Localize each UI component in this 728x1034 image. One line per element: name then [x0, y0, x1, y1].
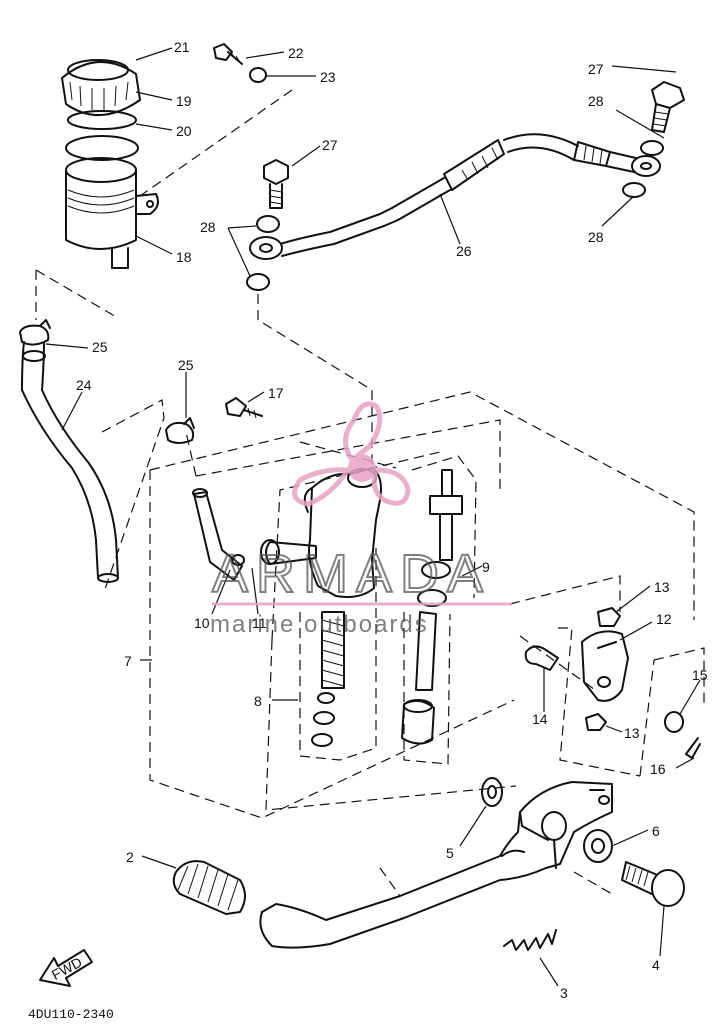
washer-6	[583, 829, 613, 863]
washer-5-hole	[487, 785, 497, 799]
callout-17: 17	[268, 385, 284, 401]
callout-5: 5	[446, 845, 454, 861]
callout-23: 23	[320, 69, 336, 85]
callout-25-lower: 25	[178, 357, 194, 373]
callout-22: 22	[288, 45, 304, 61]
callout-12: 12	[656, 611, 672, 627]
watermark-tagline: marine outboards	[210, 611, 429, 638]
reservoir-assembly	[61, 59, 159, 269]
callout-16: 16	[650, 761, 666, 777]
washer-6-hole	[591, 838, 605, 854]
callout-28-bottom: 28	[588, 229, 604, 245]
footrest-rubber-2	[172, 860, 246, 915]
callout-9: 9	[482, 559, 490, 575]
reservoir-hose-24	[21, 341, 119, 583]
callout-14: 14	[532, 711, 548, 727]
piston-kit-8	[311, 611, 345, 747]
banjo-bolt-27-right	[651, 81, 685, 133]
callout-18: 18	[176, 249, 192, 265]
callout-7: 7	[124, 653, 132, 669]
callout-labels: 21 22 23 19 20 18 27 28 28 26 28 27 25 2…	[76, 39, 708, 1001]
armada-logo-icon	[292, 401, 411, 507]
banjo-bolt-27-left	[263, 159, 289, 209]
callout-3: 3	[560, 985, 568, 1001]
fwd-arrow-icon: FWD	[39, 949, 93, 987]
callout-25-upper: 25	[92, 339, 108, 355]
cotter-pin-16	[685, 737, 701, 759]
callout-4: 4	[652, 957, 660, 973]
washer-5	[481, 777, 503, 807]
pivot-shaft-4	[621, 861, 685, 907]
callout-27-left: 27	[322, 137, 338, 153]
washer-28-d	[622, 182, 646, 198]
callout-2: 2	[126, 849, 134, 865]
clevis-pin-14	[524, 645, 559, 671]
diagram-code: 4DU110-2340	[28, 1007, 114, 1022]
callout-28-left: 28	[200, 219, 216, 235]
washer-23	[249, 67, 267, 83]
nut-13-lower	[585, 713, 607, 731]
callout-11: 11	[252, 615, 267, 631]
callout-6: 6	[652, 823, 660, 839]
return-spring-3	[503, 929, 557, 951]
callout-10: 10	[194, 615, 210, 631]
pushrod-9	[401, 469, 463, 745]
brake-hose-26	[249, 133, 661, 260]
callout-8: 8	[254, 693, 262, 709]
circlip-11	[231, 554, 245, 566]
callout-27-right: 27	[588, 61, 604, 77]
washer-28-b	[246, 273, 270, 291]
callout-15: 15	[692, 667, 708, 683]
watermark-brand: ARMADA	[212, 544, 491, 604]
bolt-22	[213, 43, 243, 65]
leader-lines	[45, 47, 701, 987]
clamp-25-upper	[19, 319, 51, 346]
bolt-17	[225, 397, 263, 419]
nut-13-upper	[597, 607, 621, 627]
brake-pedal	[259, 781, 613, 949]
callout-26: 26	[456, 243, 472, 259]
callout-13-upper: 13	[654, 579, 670, 595]
assembly-dashed-lines	[35, 89, 705, 897]
callout-19: 19	[176, 93, 192, 109]
connector-10	[192, 488, 243, 581]
clamp-25-lower	[165, 417, 195, 444]
callout-13-lower: 13	[624, 725, 640, 741]
washer-28-a	[256, 215, 280, 233]
washer-28-c	[640, 140, 664, 156]
callout-21: 21	[174, 39, 190, 55]
clevis-12	[581, 630, 629, 702]
washer-15	[664, 711, 684, 733]
callout-28-top: 28	[588, 93, 604, 109]
callout-24: 24	[76, 377, 92, 393]
callout-20: 20	[176, 123, 192, 139]
